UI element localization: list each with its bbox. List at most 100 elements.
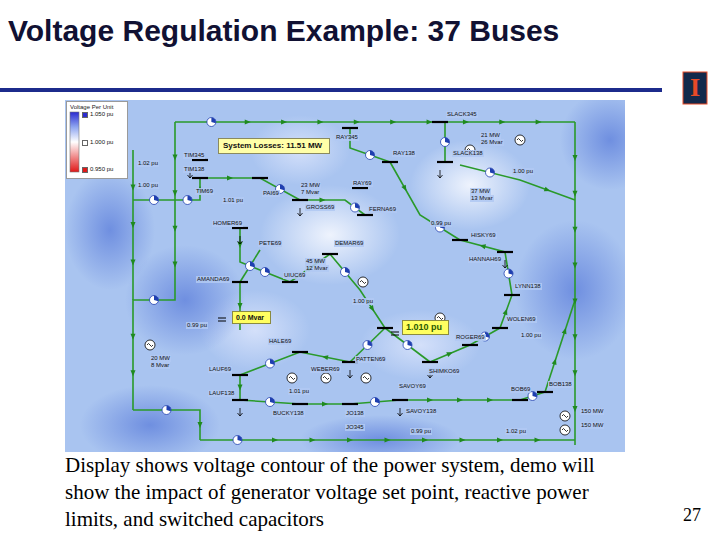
flow-arrow [317,120,323,125]
flow-pie [207,118,216,127]
flow-pie [150,296,159,305]
slide-caption: Display shows voltage contour of the pow… [65,452,643,533]
flow-arrow [497,438,503,443]
contour-region [515,220,625,360]
generator-symbol [560,411,570,421]
load-arrow [238,408,243,416]
flow-arrow [503,308,510,315]
diagram-label: 0.99 pu [410,428,432,435]
flow-arrow [310,438,316,443]
flow-arrow [544,187,551,194]
diagram-label: PETE69 [258,240,282,247]
diagram-label: 45 MW [305,258,326,265]
flow-arrow [320,198,326,203]
diagram-label: JO345 [345,424,365,431]
flow-arrow [131,334,136,340]
bus-bar [357,214,373,216]
diagram-label: DEMAR69 [334,240,364,247]
flow-arrow [238,385,243,391]
flow-arrow [227,176,233,181]
bus-bar [462,344,478,346]
bus-bar [232,374,248,376]
flow-pie [266,398,275,407]
load-arrow [398,408,403,416]
legend-color-bar [70,112,79,172]
diagram-label: 12 Mvar [305,265,329,272]
bus-bar [452,239,468,241]
flow-arrow [173,261,178,267]
bus-bar [252,177,268,179]
legend-text: 1.000 pu [90,139,113,146]
generator-symbol [358,277,368,287]
contour-region [260,185,400,285]
flow-arrow [173,155,178,161]
flow-arrow [460,438,466,443]
generator-symbol [560,425,570,435]
diagram-label: PAI69 [262,190,280,197]
flow-arrow [390,120,396,125]
diagram-label: 1.01 pu [288,388,310,395]
diagram-label: WEBER69 [310,366,341,373]
flow-arrow [131,185,136,191]
box-text: 0.0 Mvar [236,313,267,322]
bus-bar [422,361,438,363]
flow-arrow [238,303,243,309]
legend-text: 1.050 pu [90,111,113,118]
box-text: 1.010 pu [406,322,445,333]
diagram-label: SLACK138 [452,150,484,157]
flow-arrow [573,406,578,412]
diagram-label: PATTEN69 [355,356,386,363]
load-arrow [438,170,443,178]
diagram-label: SAVOY69 [398,383,427,390]
transmission-line [200,178,300,200]
logo-box [683,72,707,104]
contour-region [80,385,220,452]
diagram-label: HISKY69 [470,232,497,239]
flow-arrow [401,185,408,193]
flow-arrow [463,120,469,125]
generator-symbol [515,135,525,145]
box-text: Voltage Per Unit [70,104,124,111]
bus-bar [192,177,208,179]
header-rule [0,88,662,92]
diagram-label: 1.00 pu [137,182,159,189]
bus-bar [492,327,508,329]
diagram-label: TIM138 [183,166,205,173]
diagram-label: 8 Mvar [150,362,170,369]
flow-arrow [479,243,486,249]
bus-bar [437,161,453,163]
page-number: 27 [682,505,702,525]
flow-pie [441,138,450,147]
bus-bar [512,399,528,401]
flow-arrow [427,120,433,125]
contour-region [410,140,530,230]
bus-bar [537,391,553,393]
legend-swatch [82,167,88,173]
bus-bar [382,161,398,163]
flow-pie [261,268,270,277]
diagram-label: 26 Mvar [480,139,504,146]
diagram-label: SHIMKO69 [428,368,460,375]
legend-row: 1.050 pu [82,111,113,118]
diagram-label: 7 Mvar [300,189,320,196]
transmission-line [574,122,576,445]
diagram-label: 0.99 pu [430,220,452,227]
flow-pie [351,203,360,212]
flow-arrow [173,226,178,232]
diagram-label: RAY69 [352,180,373,187]
diagram-label: 1.00 pu [520,332,542,339]
generator-symbol [321,373,331,383]
flow-arrow [385,438,391,443]
flow-arrow [457,398,463,403]
flow-arrow [173,190,178,196]
bus-bar [432,121,448,123]
flow-pie [486,168,495,177]
flow-arrow [422,438,428,443]
flow-arrow [354,120,360,125]
diagram-label: 20 MW [150,355,171,362]
flow-pie [363,341,372,350]
legend-row: 0.950 pu [82,166,113,173]
flow-arrow [347,438,353,443]
diagram-label: 1.02 pu [137,160,159,167]
flow-arrow [369,305,376,313]
